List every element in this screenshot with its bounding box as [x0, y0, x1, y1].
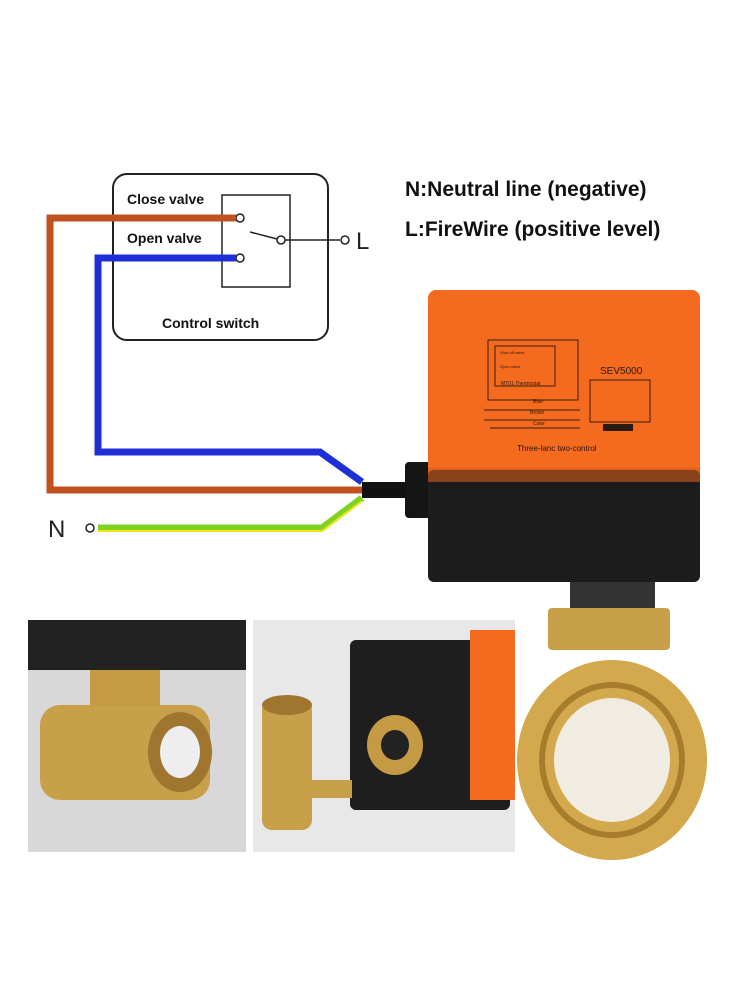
product-photo-valve-side	[28, 620, 246, 852]
neutral-terminal	[85, 523, 95, 533]
legend-neutral: N:Neutral line (negative)	[405, 178, 647, 201]
cable-gland	[362, 482, 414, 498]
product-photo-valve-and-actuator	[253, 620, 515, 852]
live-terminal	[340, 235, 350, 245]
control-switch-caption: Control switch	[162, 315, 259, 331]
svg-text:Open valve: Open valve	[500, 364, 521, 369]
switch-inner-box	[221, 194, 291, 288]
actuator-model-label: SEV5000	[600, 366, 643, 377]
svg-text:Brown: Brown	[530, 410, 544, 416]
close-valve-label: Close valve	[127, 191, 204, 207]
svg-text:Blue: Blue	[533, 399, 543, 405]
neutral-terminal-label: N	[48, 516, 65, 543]
brass-valve	[517, 582, 707, 860]
live-terminal-label: L	[356, 228, 369, 255]
svg-text:MT01 Thermostat: MT01 Thermostat	[501, 381, 541, 387]
brown-wire	[46, 214, 365, 494]
valve-actuator: SEV5000 MT01 Thermostat Shut-off valve O…	[428, 290, 700, 582]
svg-text:Shut-off valve: Shut-off valve	[500, 350, 525, 355]
open-valve-label: Open valve	[127, 230, 202, 246]
green-wire	[98, 495, 365, 532]
svg-text:Color: Color	[533, 421, 545, 427]
blue-wire	[94, 254, 365, 485]
legend-live: L:FireWire (positive level)	[405, 218, 661, 241]
svg-text:Three-lanc two-control: Three-lanc two-control	[517, 444, 597, 453]
